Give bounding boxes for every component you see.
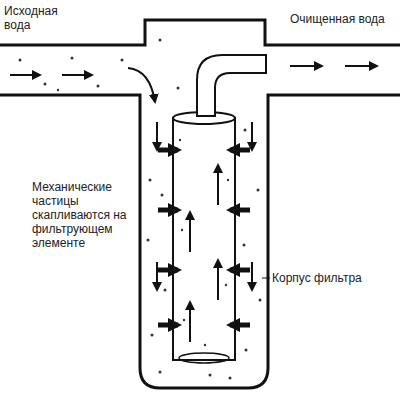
flow-arrow xyxy=(156,262,158,290)
text-label: Очищенная вода xyxy=(290,12,395,26)
particle xyxy=(147,239,150,242)
particle xyxy=(121,59,124,62)
inflow-arrow xyxy=(158,148,178,153)
particle xyxy=(259,299,262,302)
particle xyxy=(245,349,248,352)
inflow-arrow xyxy=(158,323,178,328)
particle xyxy=(151,334,154,337)
text-label: Корпус фильтра xyxy=(272,271,392,285)
particle xyxy=(227,179,229,181)
flow-arrow xyxy=(189,302,191,342)
particle xyxy=(97,85,100,88)
outlet-tube xyxy=(197,55,266,116)
inflow-arrow xyxy=(230,208,250,213)
particle xyxy=(225,284,227,286)
particle xyxy=(204,344,206,346)
inflow-arrow xyxy=(230,323,250,328)
filter-housing xyxy=(0,20,400,388)
particle xyxy=(19,59,22,62)
flow-arrow xyxy=(189,212,191,252)
inflow-arrow xyxy=(158,268,178,273)
particles xyxy=(19,39,262,380)
inflow-arrows xyxy=(158,150,250,325)
particle xyxy=(183,319,185,321)
flow-arrow xyxy=(251,262,253,290)
flow-arrows xyxy=(10,66,377,342)
text-label: Механические частицы скапливаются на фил… xyxy=(32,180,137,250)
flow-arrow xyxy=(217,165,219,205)
flow-arrow xyxy=(156,122,158,150)
flow-arrow xyxy=(251,122,253,150)
inflow-arrow xyxy=(158,208,178,213)
particle xyxy=(229,377,232,380)
particle xyxy=(181,229,183,231)
particle xyxy=(257,189,260,192)
particle xyxy=(244,129,247,132)
particle xyxy=(161,194,164,197)
inflow-arrow xyxy=(230,148,250,153)
flow-arrow xyxy=(345,65,377,67)
particle xyxy=(149,179,152,182)
particle xyxy=(209,374,212,377)
flow-arrow xyxy=(128,68,155,102)
flow-arrow xyxy=(62,74,92,76)
particle xyxy=(159,39,162,42)
flow-arrow xyxy=(217,260,219,300)
flow-arrow xyxy=(290,65,322,67)
particle xyxy=(71,57,74,60)
particle xyxy=(179,139,181,141)
particle xyxy=(164,289,167,292)
filter-cartridge xyxy=(173,118,235,360)
inflow-arrow xyxy=(230,268,250,273)
particle xyxy=(177,87,180,90)
leader-line xyxy=(262,278,270,279)
flow-arrow xyxy=(10,74,40,76)
particle xyxy=(57,89,59,91)
particle xyxy=(159,371,162,374)
cartridge-bottom xyxy=(179,353,229,363)
text-label: Исходная вода xyxy=(4,4,74,32)
particle xyxy=(243,244,246,247)
particle xyxy=(44,83,47,86)
